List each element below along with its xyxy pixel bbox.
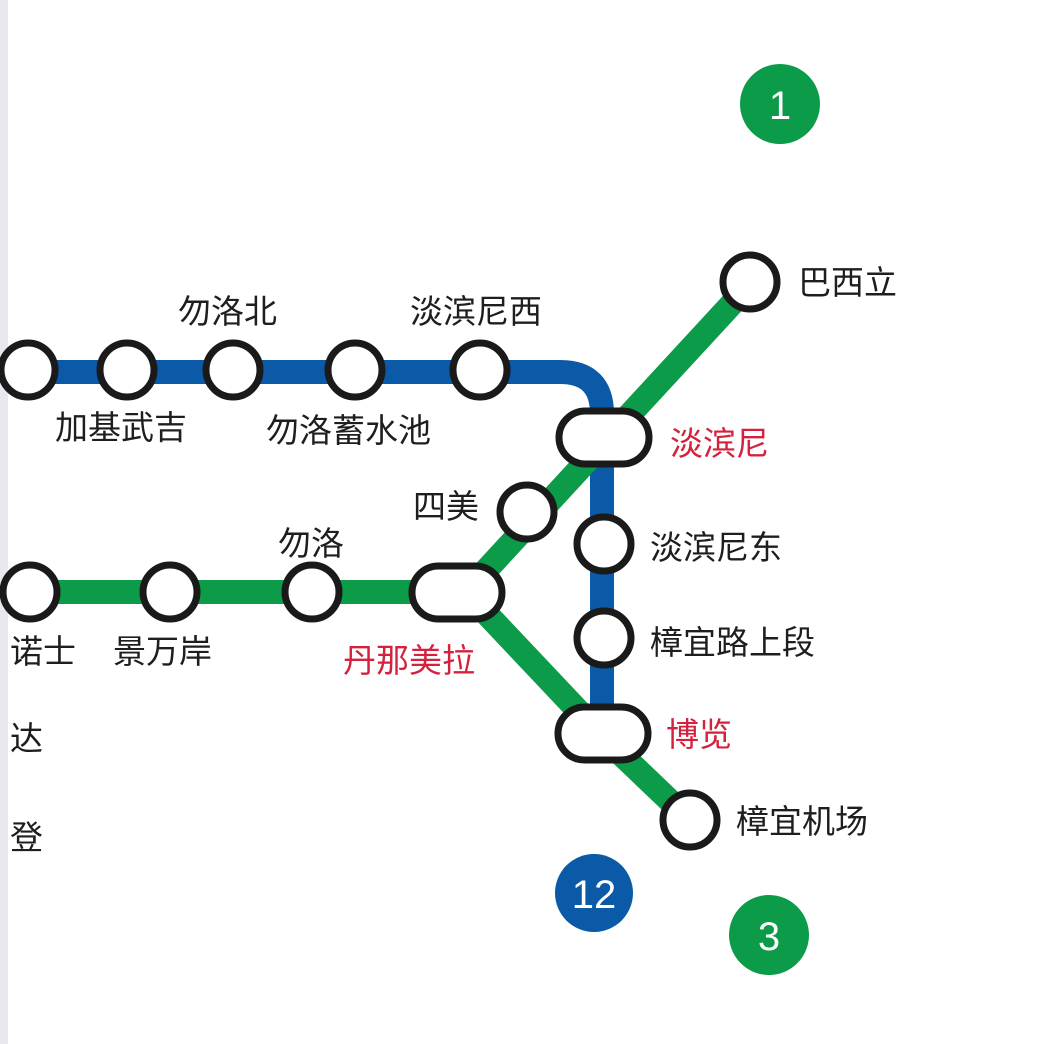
station-marker-simei[interactable]: [496, 481, 558, 543]
line-badge-3[interactable]: 3: [729, 895, 809, 975]
line-badge-12-text: 12: [572, 873, 617, 917]
line-badge-12[interactable]: 12: [555, 854, 633, 932]
line-badge-3-circle: [729, 895, 809, 975]
station-label-simei[interactable]: 四美: [413, 487, 479, 526]
station-marker-expo[interactable]: [554, 703, 652, 764]
station-marker-tampines-east[interactable]: [573, 513, 635, 575]
station-marker-kaki-bukit[interactable]: [96, 339, 158, 401]
station-marker-bedok-north[interactable]: [202, 339, 264, 401]
station-marker-pasir-ris[interactable]: [719, 251, 781, 313]
station-label-bedok[interactable]: 勿洛: [278, 524, 344, 563]
station-label-aljunied[interactable]: 登: [10, 818, 43, 857]
left-edge-strip: [0, 0, 8, 1044]
station-label-upper-changi[interactable]: 樟宜路上段: [650, 623, 815, 662]
station-label-kembangan[interactable]: 景万岸: [113, 632, 212, 671]
line-badge-1[interactable]: 1: [740, 64, 820, 144]
station-marker-eunos-west[interactable]: [0, 339, 59, 401]
station-labels: 巴西立 勿洛北 淡滨尼西 加基武吉 勿洛蓄水池 淡滨尼 四美 淡滨尼东 勿洛 诺…: [10, 263, 897, 857]
station-label-bedok-north[interactable]: 勿洛北: [178, 292, 277, 331]
station-marker-upper-changi[interactable]: [573, 607, 635, 669]
station-marker-eunos[interactable]: [0, 561, 61, 623]
line-badge-1-text: 1: [769, 84, 791, 128]
station-label-tanah-merah[interactable]: 丹那美拉: [343, 641, 475, 680]
station-label-tampines-west[interactable]: 淡滨尼西: [410, 292, 542, 331]
station-marker-tanah-merah[interactable]: [408, 562, 506, 623]
station-marker-tampines-west[interactable]: [449, 339, 511, 401]
station-marker-bedok[interactable]: [281, 561, 343, 623]
station-marker-kembangan[interactable]: [139, 561, 201, 623]
station-label-bedok-reservoir[interactable]: 勿洛蓄水池: [266, 411, 431, 450]
stations: [0, 251, 781, 851]
station-label-pasir-ris[interactable]: 巴西立: [798, 263, 897, 302]
station-label-paya-lebar[interactable]: 达: [10, 719, 43, 758]
station-label-kaki-bukit[interactable]: 加基武吉: [55, 408, 187, 447]
station-marker-bedok-reservoir[interactable]: [324, 339, 386, 401]
station-label-changi-airport[interactable]: 樟宜机场: [736, 802, 868, 841]
station-label-tampines-east[interactable]: 淡滨尼东: [650, 528, 782, 567]
line-badge-1-circle: [740, 64, 820, 144]
station-label-tampines[interactable]: 淡滨尼: [670, 424, 769, 463]
station-marker-changi-airport[interactable]: [659, 789, 721, 851]
station-label-eunos[interactable]: 诺士: [10, 632, 76, 671]
line-badge-3-text: 3: [758, 915, 780, 959]
station-marker-tampines[interactable]: [555, 407, 653, 468]
line-badge-12-circle: [555, 854, 633, 932]
station-label-expo[interactable]: 博览: [666, 715, 732, 754]
